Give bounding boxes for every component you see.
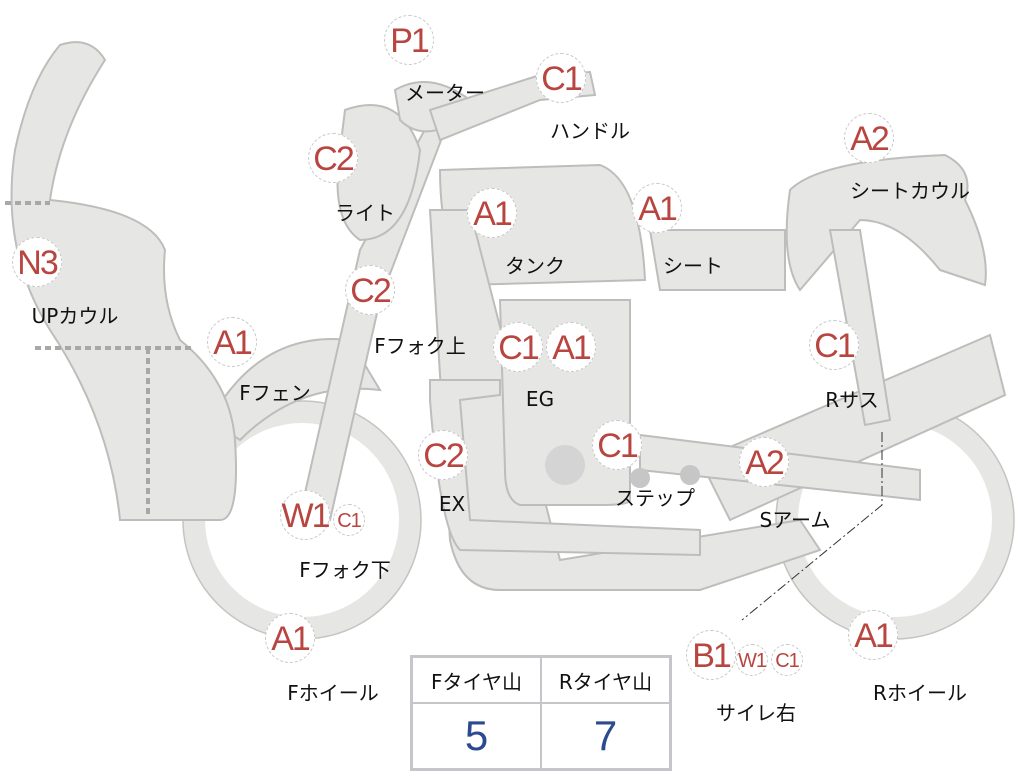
label-fork-upper: Fフォク上 xyxy=(374,334,466,358)
grade-badge-engine-1: C1 xyxy=(493,322,543,372)
label-front-wheel: Fホイール xyxy=(287,681,379,705)
label-handle: ハンドル xyxy=(550,119,630,143)
grade-badge-muffler-2: W1 xyxy=(736,644,768,676)
grade-badge-front-fender: A1 xyxy=(207,317,257,367)
headlight xyxy=(336,104,422,242)
label-seat-cowl: シートカウル xyxy=(850,179,970,203)
label-exhaust: EX xyxy=(438,492,466,516)
grade-badge-front-wheel: A1 xyxy=(265,613,315,663)
grade-badge-fork-lower-1: W1 xyxy=(280,490,331,540)
label-light: ライト xyxy=(335,201,395,225)
label-rear-wheel: Rホイール xyxy=(873,681,967,705)
grade-badge-fork-upper: C2 xyxy=(345,265,395,315)
grade-badge-muffler-1: B1 xyxy=(686,630,736,680)
label-seat: シート xyxy=(663,254,723,278)
grade-badge-exhaust: C2 xyxy=(418,430,468,480)
upper-cowl xyxy=(10,41,237,521)
label-engine: EG xyxy=(525,387,555,411)
label-rear-suspension: Rサス xyxy=(825,388,879,412)
grade-badge-up-cowl: N3 xyxy=(12,237,62,287)
grade-badge-engine-2: A1 xyxy=(546,322,596,372)
label-muffler: サイレ右 xyxy=(716,701,796,725)
grade-badge-swing-arm: A2 xyxy=(739,437,789,487)
rear-tire-value: 7 xyxy=(540,702,672,771)
grade-badge-muffler-3: C1 xyxy=(771,644,803,676)
label-up-cowl: UPカウル xyxy=(31,304,119,328)
tire-tread-table: Fタイヤ山 Rタイヤ山 5 7 xyxy=(410,655,672,771)
grade-badge-seat-cowl: A2 xyxy=(844,113,894,163)
grade-badge-step: C1 xyxy=(592,420,642,470)
label-fork-lower: Fフォク下 xyxy=(299,558,391,582)
front-tire-value: 5 xyxy=(410,702,542,771)
grade-badge-light: C2 xyxy=(308,133,358,183)
grade-badge-handle: C1 xyxy=(536,53,586,103)
label-tank: タンク xyxy=(505,254,565,278)
label-step: ステップ xyxy=(615,486,695,510)
label-front-fender: Fフェン xyxy=(239,381,311,405)
grade-badge-rear-suspension: C1 xyxy=(809,320,859,370)
grade-badge-tank: A1 xyxy=(467,188,517,238)
label-meter: メーター xyxy=(405,81,485,105)
label-swing-arm: Sアーム xyxy=(759,508,831,532)
grade-badge-rear-wheel: A1 xyxy=(848,610,898,660)
grade-badge-fork-lower-2: C1 xyxy=(333,504,365,536)
rear-tire-header: Rタイヤ山 xyxy=(540,655,672,704)
seat-cowl xyxy=(785,153,987,292)
grade-badge-seat: A1 xyxy=(632,183,682,233)
seat xyxy=(648,229,786,291)
grade-badge-meter: P1 xyxy=(384,15,434,65)
front-tire-header: Fタイヤ山 xyxy=(410,655,542,704)
